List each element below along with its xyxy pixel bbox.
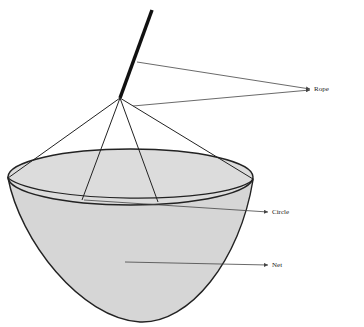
rope-label: Rope [313, 85, 330, 93]
rim-front [8, 178, 253, 198]
circle-rim [8, 149, 253, 205]
pole [120, 10, 152, 98]
net-label: Net [271, 261, 283, 269]
leader-lines [84, 62, 310, 265]
circle-label: Circle [271, 208, 290, 216]
ropes [8, 98, 253, 202]
